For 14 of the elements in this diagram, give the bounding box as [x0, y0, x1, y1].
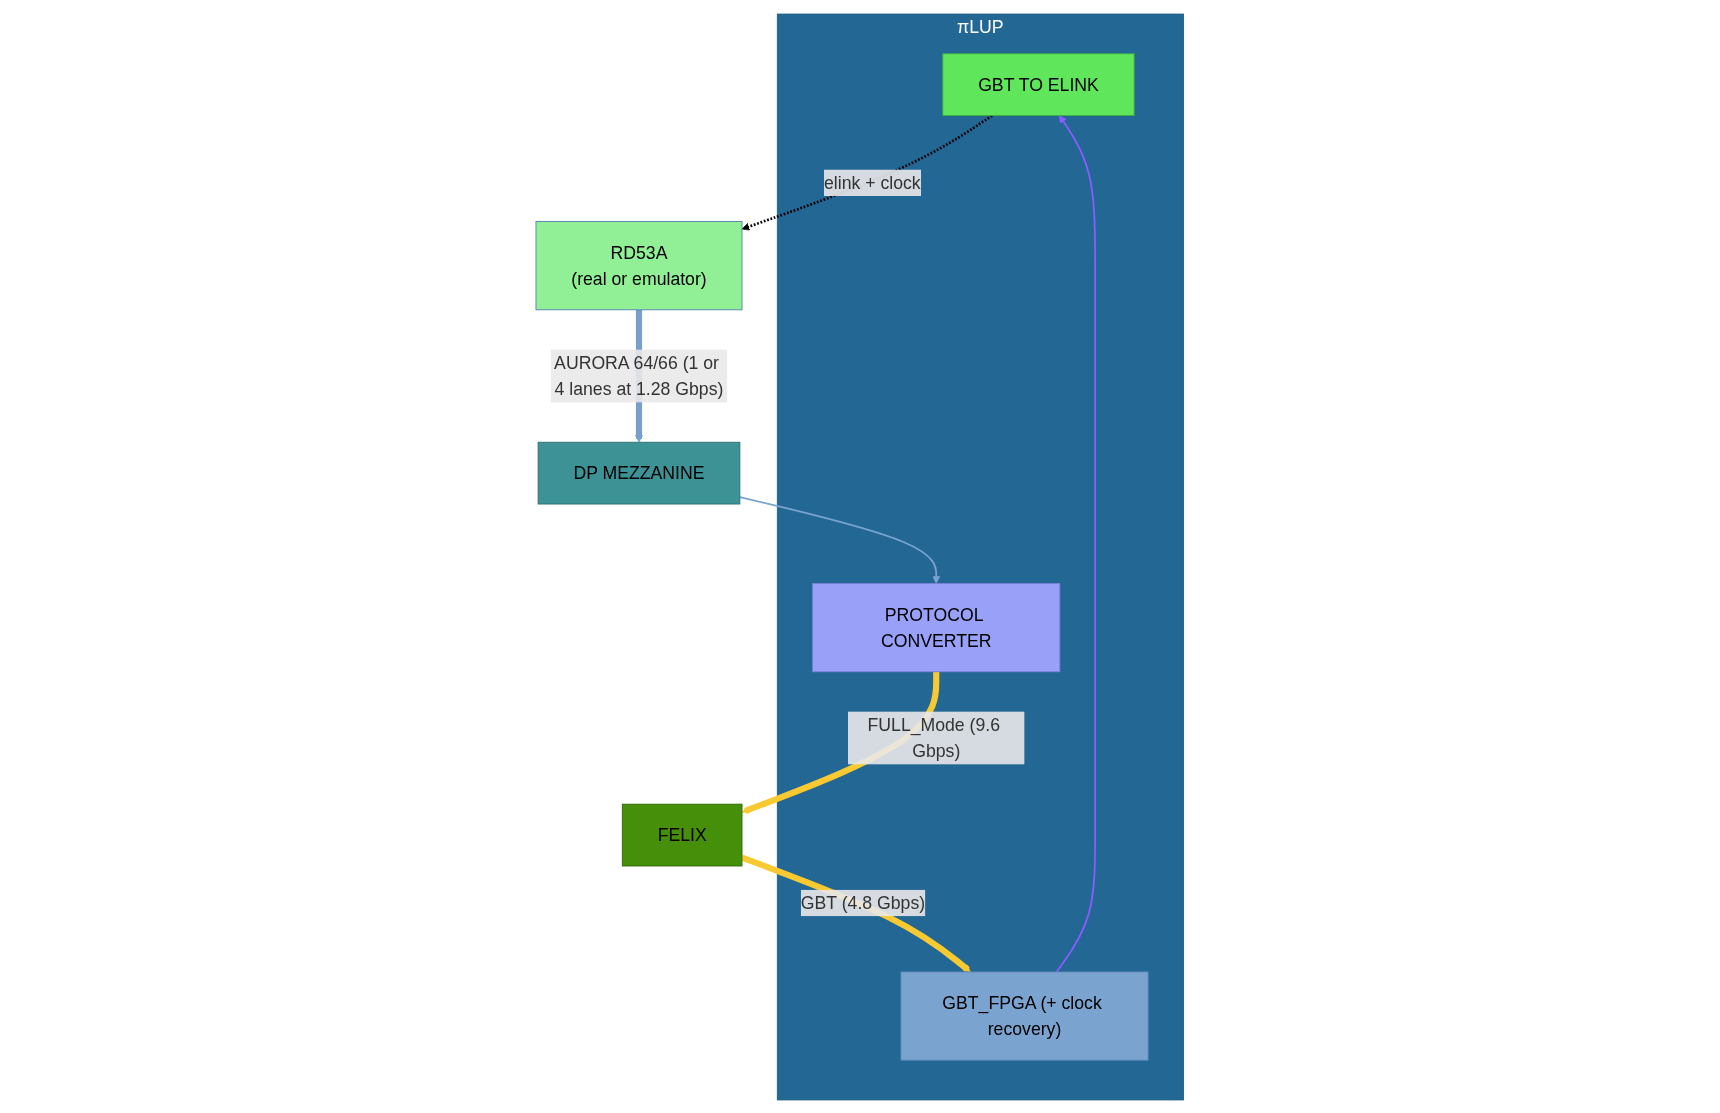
arrow [741, 114, 994, 230]
node-box: GBT TO ELINK [942, 52, 1135, 116]
node-box: GBT_FPGA (+ clock recovery) [900, 971, 1149, 1061]
node-box: PROTOCOL CONVERTER [812, 582, 1061, 672]
edge-label: FULL_Mode (9.6 Gbps) [867, 714, 1001, 761]
arrow [1056, 114, 1097, 973]
edge-label: elink + clock [824, 172, 921, 193]
edge-label: GBT (4.8 Gbps) [801, 892, 926, 913]
arrow [739, 495, 941, 584]
arrow [741, 854, 972, 972]
node-box: FELIX [622, 803, 743, 866]
node-box: RD53A (real or emulator) [535, 220, 743, 310]
node-box: DP MEZZANINE [537, 441, 741, 504]
edge-label: AURORA 64/66 (1 or 4 lanes at 1.28 Gbps) [554, 352, 724, 399]
